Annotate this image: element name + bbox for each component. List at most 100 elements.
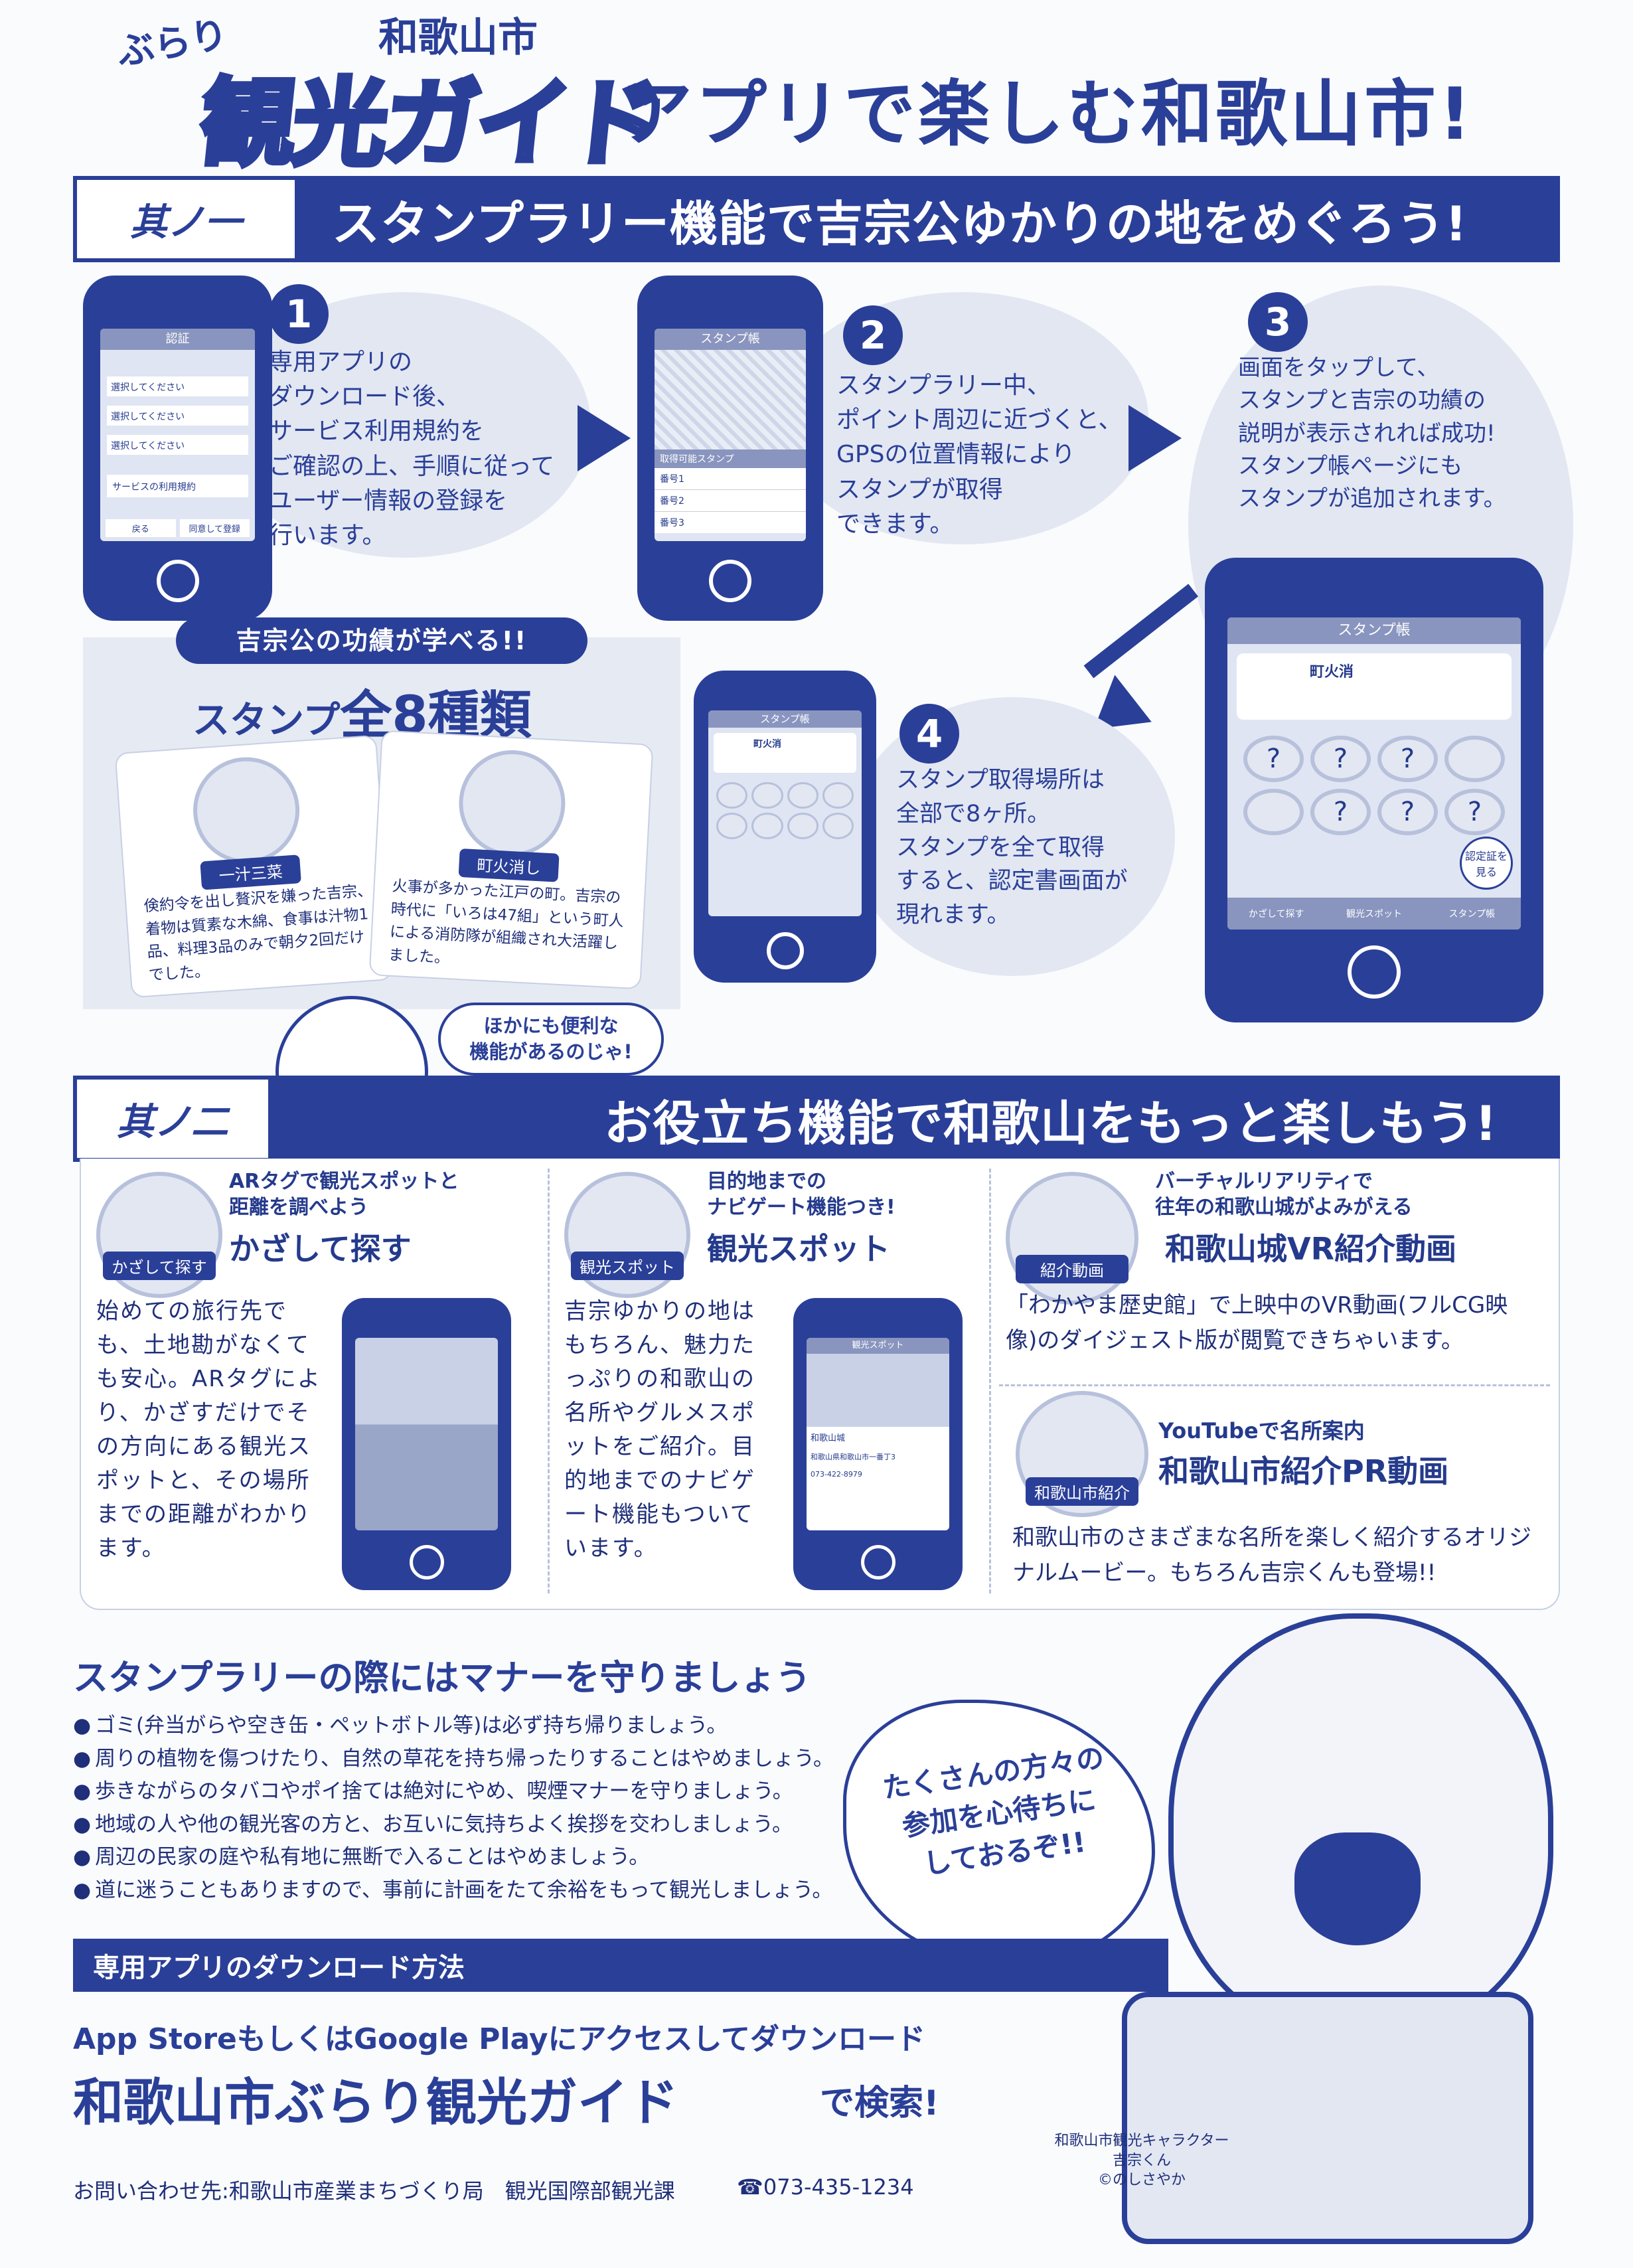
spot-tel[interactable]: 073-422-8979 (811, 1470, 862, 1479)
yoshimune-character-icon (1168, 1613, 1553, 2038)
phone3-card[interactable]: 町火消 (1237, 653, 1512, 720)
phone1-agree-button[interactable]: 同意して登録 (179, 519, 250, 537)
phone3-tabbar: かざして探す 観光スポット スタンプ帳 (1227, 898, 1521, 930)
feature1-text: 始めての旅行先でも、土地勘がなくても安心。ARタグにより、かざすだけでその方向に… (96, 1298, 321, 1562)
stamp-slot[interactable] (1444, 736, 1505, 782)
stamp-slot[interactable] (787, 782, 818, 809)
manners-item: 歩きながらのタバコやポイ捨ては絶対にやめ、喫煙マナーを守りましょう。 (73, 1775, 903, 1809)
stamp-slot[interactable]: ? (1243, 736, 1304, 782)
bowl-stamp-icon (189, 754, 303, 867)
ar-camera-view[interactable] (355, 1338, 498, 1530)
header-logo: 観光ガイド (193, 66, 668, 181)
credit-line: ©のしさやか (1097, 2172, 1186, 2189)
header-headline: アプリで楽しむ和歌山市! (621, 73, 1474, 156)
footer-tel[interactable]: ☎073-435-1234 (737, 2174, 914, 2200)
step2-bubble (777, 292, 1148, 544)
stamp-slot[interactable]: ? (1310, 789, 1371, 835)
stamp-slot[interactable]: ? (1444, 789, 1505, 835)
stamp-slot[interactable]: ? (1377, 789, 1438, 835)
feature1-title: かざして探す (229, 1231, 412, 1267)
feature3-text: 「わかやま歴史館」で上映中のVR動画(フルCG映像)のダイジェスト版が閲覧できち… (1006, 1292, 1508, 1354)
stamp-slot[interactable] (1243, 789, 1304, 835)
feature4-sub: YouTubeで名所案内 (1158, 1418, 1365, 1443)
tab-stamp[interactable]: スタンプ帳 (1448, 909, 1496, 920)
step3-number: 3 (1248, 292, 1308, 352)
section1-title: スタンプラリー機能で吉宗公ゆかりの地をめぐろう! (332, 195, 1468, 252)
arrow-right-icon (578, 405, 631, 471)
stamp-slot[interactable] (751, 813, 783, 839)
step4-number: 4 (899, 704, 959, 764)
feature3-icon-label: 紹介動画 (1016, 1255, 1128, 1283)
footer-credit: 和歌山市観光キャラクター 吉宗くん ©のしさやか (1042, 2131, 1241, 2190)
phone2-row[interactable]: 番号2 (655, 490, 806, 512)
phone1-screen: 認証 選択してください 選択してください 選択してください サービスの利用規約 … (100, 329, 255, 541)
phone4-card[interactable]: 町火消 (714, 733, 856, 773)
phone4-title: スタンプ帳 (708, 710, 862, 728)
phone2-title: スタンプ帳 (655, 329, 806, 350)
credit-line: 和歌山市観光キャラクター (1054, 2133, 1229, 2149)
phone1-back-button[interactable]: 戻る (106, 519, 176, 537)
feature2-icon-label: 観光スポット (571, 1252, 684, 1280)
section2-title: お役立ち機能で和歌山をもっと楽しもう! (604, 1095, 1498, 1151)
stamp-slot[interactable] (716, 782, 748, 809)
character-body-icon (1122, 1992, 1533, 2244)
stamps-panel: 吉宗公の功績が学べる!! スタンプ全8種類 一汁三菜 倹約令を出し贅沢を嫌った吉… (83, 617, 680, 1009)
arrow-right-icon (1128, 405, 1182, 471)
castle-photo (807, 1354, 949, 1427)
manners-item: 地域の人や他の観光客の方と、お互いに気持ちよく挨拶を交わしましょう。 (73, 1809, 903, 1842)
map-view[interactable] (655, 350, 806, 449)
phone2-row[interactable]: 番号3 (655, 512, 806, 533)
stamps-title-a: スタンプ (193, 699, 341, 742)
feature1-icon-label: かざして探す (103, 1252, 216, 1280)
download-line: App StoreもしくはGoogle Playにアクセスしてダウンロード (73, 2022, 925, 2056)
step1-text: 専用アプリの ダウンロード後、 サービス利用規約を ご確認の上、手順に従って ユ… (269, 349, 555, 549)
home-button-icon (156, 560, 199, 602)
step3-phone: スタンプ帳 町火消 ? ? ? ? ? ? 認定証を見る かざして探す 観光スポ… (1205, 558, 1543, 1022)
tab-spot[interactable]: 観光スポット (1346, 909, 1402, 920)
step2-text: スタンプラリー中、 ポイント周辺に近づくと、 GPSの位置情報により スタンプが… (836, 372, 1123, 538)
stamp-slot[interactable]: ? (1310, 736, 1371, 782)
phone3-screen: スタンプ帳 町火消 ? ? ? ? ? ? 認定証を見る かざして探す 観光スポ… (1227, 617, 1521, 930)
tab-kazashite[interactable]: かざして探す (1248, 909, 1304, 920)
home-button-icon (709, 560, 751, 602)
section2-bar: 其ノ二 お役立ち機能で和歌山をもっと楽しもう! (73, 1076, 1560, 1162)
burst-bubble (843, 1700, 1155, 1965)
stamp-grid: ? ? ? ? ? ? (1227, 729, 1521, 842)
phone1-terms[interactable]: サービスの利用規約 (107, 475, 248, 497)
home-button-icon (860, 1545, 895, 1580)
certificate-button[interactable]: 認定証を見る (1460, 837, 1513, 890)
manners-item: 道に迷うこともありますので、事前に計画をたて余裕をもって観光しましょう。 (73, 1874, 903, 1907)
step4-text: スタンプ取得場所は 全部で8ヶ所。 スタンプを全て取得 すると、認定書画面が 現… (896, 767, 1128, 928)
spot-screen-title: 観光スポット (807, 1338, 949, 1354)
phone2-row[interactable]: 番号1 (655, 468, 806, 490)
download-app-name: 和歌山市ぶらり観光ガイド (73, 2073, 678, 2132)
stamp-slot[interactable] (716, 813, 748, 839)
stamp-card-text: 倹約令を出し贅沢を嫌った吉宗、着物は質素な木綿、食事は汁物1品、料理3品のみで朝… (143, 882, 373, 984)
phone1-row[interactable]: 選択してください (107, 376, 248, 396)
step1-phone: 認証 選択してください 選択してください 選択してください サービスの利用規約 … (83, 276, 272, 621)
stamp-card-label: 一汁三菜 (200, 854, 301, 890)
manners-list: ゴミ(弁当がらや空き缶・ペットボトル等)は必ず持ち帰りましょう。 周りの植物を傷… (73, 1710, 903, 1907)
stamp-slot[interactable] (822, 782, 854, 809)
section1-tag: 其ノ一 (73, 176, 299, 262)
feature2-phone: 観光スポット 和歌山城 和歌山県和歌山市一番丁3 073-422-8979 (793, 1298, 963, 1590)
stamp-card-label: 町火消し (458, 848, 560, 882)
stamp-slot[interactable] (751, 782, 783, 809)
spot-name: 和歌山城 (811, 1433, 846, 1443)
spot-screen: 観光スポット 和歌山城 和歌山県和歌山市一番丁3 073-422-8979 (807, 1338, 949, 1530)
stamp-slot[interactable] (822, 813, 854, 839)
phone1-row[interactable]: 選択してください (107, 406, 248, 426)
feature2-text: 吉宗ゆかりの地はもちろん、魅力たっぷりの和歌山の名所やグルメスポットをご紹介。目… (564, 1298, 755, 1562)
manners-title: スタンプラリーの際にはマナーを守りましょう (73, 1658, 811, 1698)
phone2-screen: スタンプ帳 取得可能スタンプ 番号1 番号2 番号3 (655, 329, 806, 541)
header: ぶらり 和歌山市 観光ガイド アプリで楽しむ和歌山市! (0, 0, 1633, 181)
phone1-row[interactable]: 選択してください (107, 435, 248, 455)
manners-item: ゴミ(弁当がらや空き缶・ペットボトル等)は必ず持ち帰りましょう。 (73, 1710, 903, 1743)
phone4-screen: スタンプ帳 町火消 (708, 710, 862, 916)
stamp-slot[interactable] (787, 813, 818, 839)
feature2-sub: 目的地までの ナビゲート機能つき! (707, 1170, 895, 1219)
manners-item: 周辺の民家の庭や私有地に無断で入ることはやめましょう。 (73, 1841, 903, 1874)
stamp-slot[interactable]: ? (1377, 736, 1438, 782)
stamp-card: 一汁三菜 倹約令を出し贅沢を嫌った吉宗、着物は質素な木綿、食事は汁物1品、料理3… (114, 734, 394, 999)
speech-bubble: ほかにも便利な 機能があるのじゃ! (438, 1003, 664, 1076)
